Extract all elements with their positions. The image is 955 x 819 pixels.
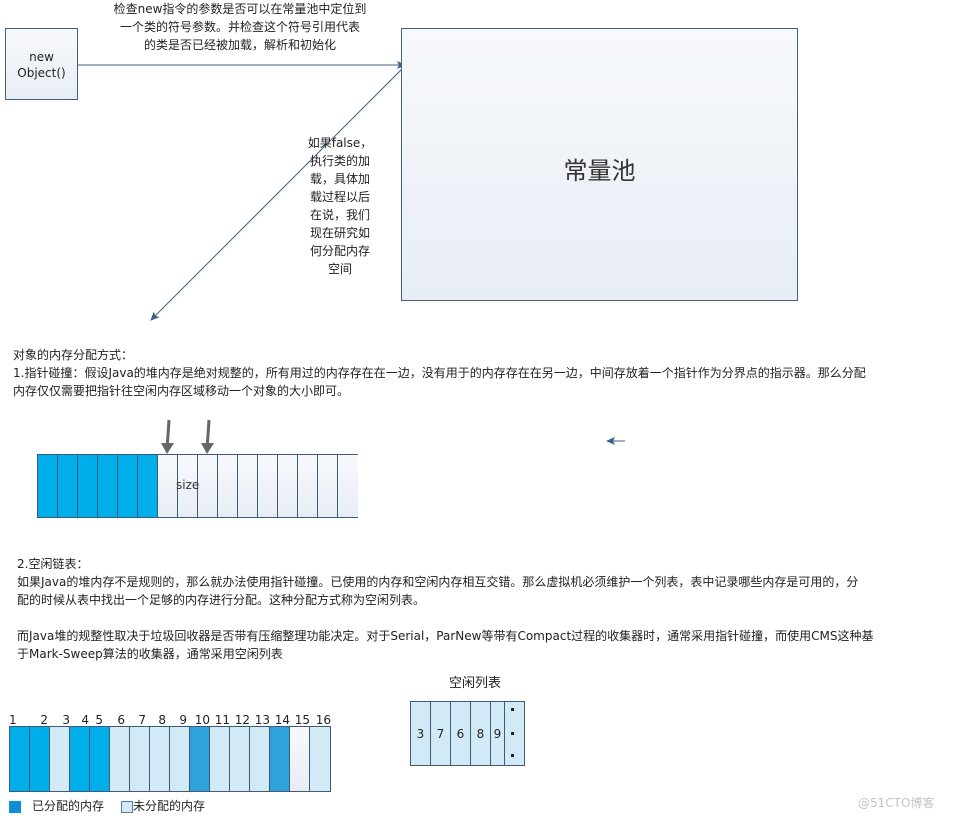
block-number: 15: [294, 713, 310, 727]
memory-block-free: [250, 727, 270, 791]
annotation-line: 如果false，: [307, 136, 373, 150]
annotation-line: 的类是否已经被加载，解析和初始化: [143, 38, 336, 52]
memory-block-used: [30, 727, 50, 791]
memory-cell-free: [198, 455, 218, 517]
entry-value: 8: [476, 726, 485, 741]
block-number: 12: [234, 713, 250, 727]
free-list-para1-line1: 如果Java的堆内存不是规则的，那么就办法使用指针碰撞。已使用的内存和空闲内存相…: [17, 575, 859, 589]
watermark: @51CTO博客: [858, 796, 935, 810]
free-list-entry: 8: [471, 702, 491, 765]
block-number: 16: [315, 713, 331, 727]
annotation-line: 检查new指令的参数是否可以在常量池中定位到: [113, 2, 367, 16]
block-number: 5: [95, 713, 103, 727]
free-list-heading: 2.空闲链表：: [17, 557, 89, 571]
free-list-entry: 9: [491, 702, 505, 765]
new-object-line1: new: [29, 50, 54, 64]
free-list-ellipsis: [505, 702, 524, 765]
memory-block-numbers: 1 2 3 4 5 6 7 8 9 10 11 12 13 14 15 16: [9, 713, 334, 727]
free-list-entry: 3: [411, 702, 431, 765]
memory-block-free: [210, 727, 230, 791]
memory-block-used: [190, 727, 210, 791]
entry-value: 6: [456, 726, 465, 741]
block-number: 10: [194, 713, 210, 727]
free-list-para2-line1: 而Java堆的规整性取决于垃圾回收器是否带有压缩整理功能决定。对于Serial，…: [17, 629, 874, 643]
memory-cell-used: [78, 455, 98, 517]
legend-free-label: 未分配的内存: [133, 799, 206, 813]
block-number: 7: [138, 713, 146, 727]
free-list-table: 3 7 6 8 9: [410, 701, 525, 766]
memory-block-free: [50, 727, 70, 791]
annotation-line: 执行类的加: [309, 154, 370, 168]
block-number: 1: [9, 713, 17, 727]
annotation-line: 一个类的符号参数。并检查这个符号引用代表: [119, 20, 360, 34]
memory-cell-used: [38, 455, 58, 517]
memory-cell-used: [118, 455, 138, 517]
memory-block-used: [70, 727, 90, 791]
memory-block-free: [110, 727, 130, 791]
annotation-line: 在说，我们: [309, 208, 370, 222]
memory-block-free: [170, 727, 190, 791]
memory-cell-free: [258, 455, 278, 517]
new-object-line2: Object(): [17, 66, 66, 80]
constant-pool-box: 常量池: [401, 28, 798, 301]
memory-cell-free: [338, 455, 358, 517]
memory-cell-free: [158, 455, 178, 517]
block-number: 13: [254, 713, 270, 727]
annotation-line: 现在研究如: [309, 226, 370, 240]
bump-pointer-line2: 内存仅仅需要把指针往空闲内存区域移动一个对象的大小即可。: [13, 384, 350, 398]
memory-block-empty: [290, 727, 310, 791]
memory-cell-free: [318, 455, 338, 517]
legend-used-label: 已分配的内存: [32, 799, 105, 813]
memory-cell-free: [218, 455, 238, 517]
memory-cell-used: [138, 455, 158, 517]
free-list-text: 2.空闲链表： 如果Java的堆内存不是规则的，那么就办法使用指针碰撞。已使用的…: [17, 555, 952, 663]
block-number: 2: [40, 713, 48, 727]
memory-cell-free: [278, 455, 298, 517]
bump-pointer-memory-bar: [37, 454, 358, 518]
bump-pointer-line1: 1.指针碰撞：假设Java的堆内存是绝对规整的，所有用过的内存存在在一边，没有用…: [13, 366, 866, 380]
memory-cell-used: [98, 455, 118, 517]
memory-block-free: [130, 727, 150, 791]
legend-free-swatch: [121, 801, 133, 813]
free-list-entry: 7: [431, 702, 451, 765]
memory-block-free: [150, 727, 170, 791]
false-annotation: 如果false， 执行类的加 载，具体加 载过程以后 在说，我们 现在研究如 何…: [300, 134, 380, 278]
annotation-line: 载，具体加: [309, 172, 370, 186]
memory-block-used: [10, 727, 30, 791]
free-list-memory-bar: [9, 726, 331, 792]
new-object-box: new Object(): [5, 28, 78, 100]
entry-value: 9: [493, 726, 502, 741]
memory-cell-free: [238, 455, 258, 517]
check-annotation: 检查new指令的参数是否可以在常量池中定位到 一个类的符号参数。并检查这个符号引…: [95, 0, 385, 54]
free-list-entry: 6: [451, 702, 471, 765]
memory-cell-free: [298, 455, 318, 517]
size-label: size: [176, 478, 200, 492]
memory-block-free: [230, 727, 250, 791]
memory-block-used: [90, 727, 110, 791]
free-list-para2-line2: 于Mark-Sweep算法的收集器，通常采用空闲列表: [17, 647, 283, 661]
allocation-text: 对象的内存分配方式： 1.指针碰撞：假设Java的堆内存是绝对规整的，所有用过的…: [13, 346, 948, 400]
block-number: 8: [158, 713, 166, 727]
annotation-line: 空间: [327, 262, 352, 276]
memory-block-used: [270, 727, 290, 791]
entry-value: 3: [416, 726, 425, 741]
pool-to-allocation-arrow: [150, 66, 405, 321]
constant-pool-label: 常量池: [563, 157, 636, 185]
memory-block-free: [310, 727, 330, 791]
block-number: 11: [214, 713, 230, 727]
legend-used-swatch: [9, 801, 21, 813]
block-number: 4: [81, 713, 89, 727]
block-number: 14: [274, 713, 290, 727]
annotation-line: 何分配内存: [309, 244, 370, 258]
memory-cell-free: [178, 455, 198, 517]
block-number: 9: [179, 713, 187, 727]
allocation-heading: 对象的内存分配方式：: [13, 348, 134, 362]
free-list-title: 空闲列表: [448, 676, 501, 691]
block-number: 3: [62, 713, 70, 727]
entry-value: 7: [436, 726, 445, 741]
annotation-line: 载过程以后: [309, 190, 370, 204]
block-number: 6: [117, 713, 125, 727]
free-list-para1-line2: 配的时候从表中找出一个足够的内存进行分配。这种分配方式称为空闲列表。: [17, 593, 426, 607]
memory-cell-used: [58, 455, 78, 517]
